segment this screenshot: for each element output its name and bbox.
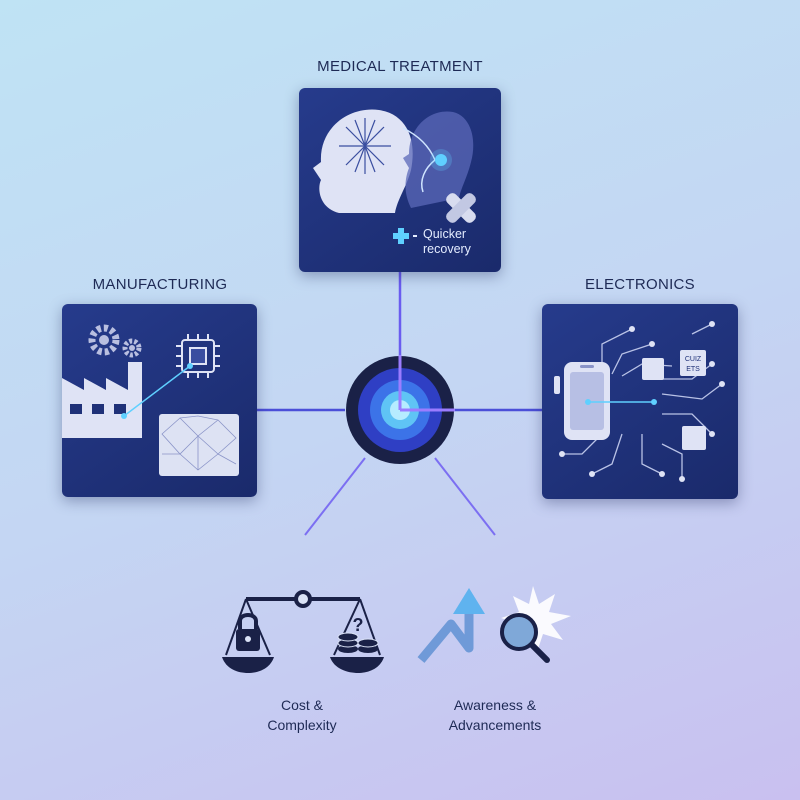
question-mark-icon: ? bbox=[353, 615, 364, 635]
rising-arrow-icon bbox=[417, 588, 485, 663]
head-profile-icon bbox=[313, 109, 413, 213]
manufacturing-illustration bbox=[62, 324, 239, 476]
factory-icon bbox=[62, 362, 142, 438]
awareness-caption: Awareness & Advancements bbox=[430, 695, 560, 735]
manufacturing-title: MANUFACTURING bbox=[92, 276, 228, 293]
medical-panel: Quicker recovery bbox=[299, 88, 501, 272]
advancement-graphic bbox=[417, 586, 571, 663]
manufacturing-panel bbox=[62, 304, 257, 497]
medical-title: MEDICAL TREATMENT bbox=[317, 58, 483, 75]
link-line bbox=[123, 365, 191, 417]
electronics-illustration: CUIZ ETS bbox=[554, 321, 725, 482]
medical-illustration bbox=[313, 109, 476, 244]
awareness-line-1: Awareness & bbox=[453, 697, 537, 713]
electronics-panel: CUIZ ETS bbox=[542, 304, 738, 499]
chip-text-1: CUIZ bbox=[685, 356, 702, 363]
plus-icon bbox=[393, 228, 409, 244]
labeled-chip-icon bbox=[680, 350, 706, 376]
gear-icon bbox=[88, 324, 120, 356]
cost-line-2: Complexity bbox=[267, 717, 337, 733]
awareness-line-2: Advancements bbox=[448, 717, 542, 733]
material-sheet-icon bbox=[159, 414, 239, 476]
magnifier-icon bbox=[500, 613, 550, 663]
neural-burst-icon bbox=[339, 118, 391, 174]
microchip-icon bbox=[642, 358, 664, 380]
cost-line-1: Cost & bbox=[280, 697, 323, 713]
bandage-icon bbox=[446, 193, 476, 223]
line-to-cost bbox=[304, 457, 366, 536]
balance-scale-icon: ? bbox=[222, 590, 384, 673]
chip-text-2: ETS bbox=[686, 366, 700, 373]
central-hub bbox=[346, 355, 455, 464]
recovery-line-2: recovery bbox=[423, 242, 471, 256]
glow-dot-icon bbox=[435, 154, 447, 166]
recovery-line-1: Quicker bbox=[423, 227, 467, 241]
small-gear-icon bbox=[122, 338, 142, 358]
lock-icon bbox=[236, 613, 260, 651]
cost-complexity-caption: Cost & Complexity bbox=[242, 695, 362, 735]
line-to-awareness bbox=[434, 457, 496, 536]
coin-stack-icon bbox=[337, 632, 379, 653]
microchip-icon-2 bbox=[682, 426, 706, 450]
chip-icon bbox=[176, 334, 220, 378]
electronics-title: ELECTRONICS bbox=[585, 276, 695, 293]
